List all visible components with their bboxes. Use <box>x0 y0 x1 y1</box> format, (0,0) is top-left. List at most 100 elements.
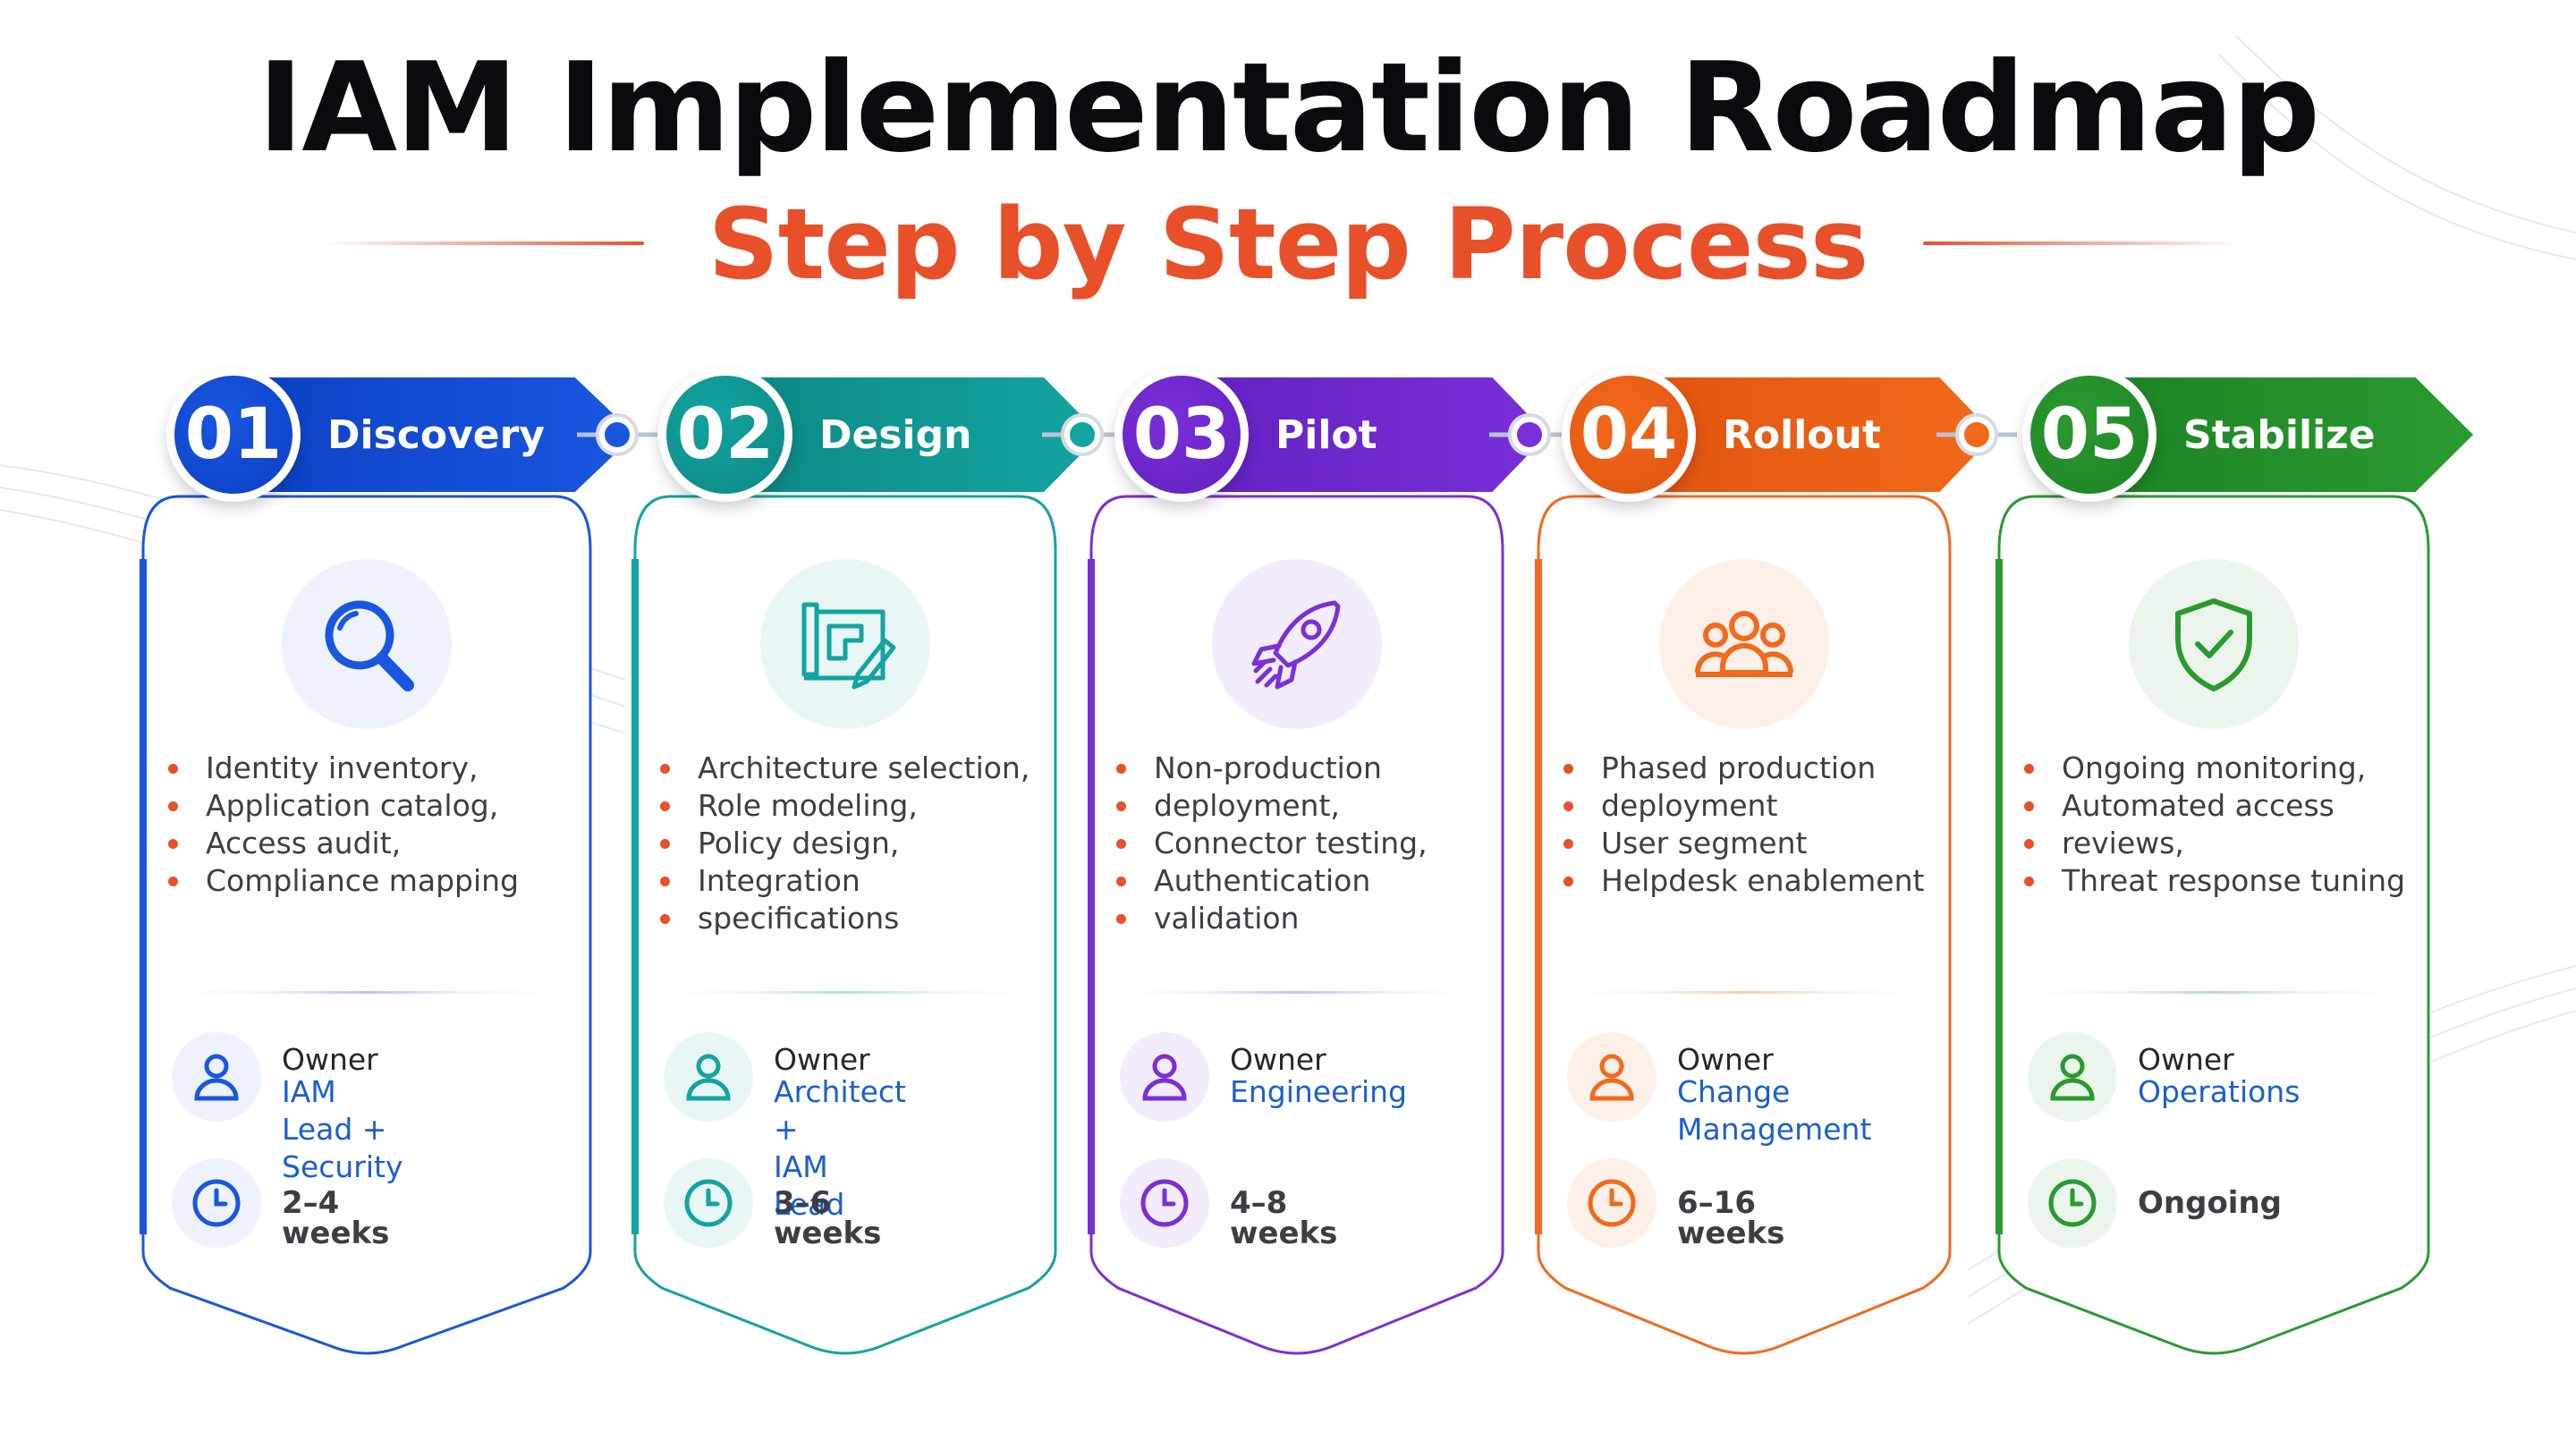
activity-item: validation <box>1109 900 1494 937</box>
magnifier-icon <box>325 600 414 691</box>
page-subtitle: Step by Step Process <box>708 187 1869 301</box>
duration-clock-bubble <box>1120 1158 1209 1248</box>
stage-title: Rollout <box>1723 412 1881 458</box>
activity-item: Phased production <box>1556 750 1941 787</box>
activity-item: Compliance mapping <box>161 862 581 900</box>
owner-label: Owner <box>282 1042 378 1077</box>
activity-item: Application catalog, <box>161 787 581 825</box>
card-divider <box>2035 991 2393 994</box>
activity-item: deployment <box>1556 787 1941 825</box>
owner-value: Operations <box>2138 1074 2301 1109</box>
stage-duration: 4–8 weeks <box>1230 1185 1338 1251</box>
stage-title: Design <box>819 412 972 458</box>
rocket-icon <box>1251 600 1341 690</box>
activity-item: Policy design, <box>653 825 1046 862</box>
owner-avatar-bubble <box>172 1032 261 1122</box>
subtitle-rule-left <box>322 242 644 245</box>
activity-item: Automated access <box>2017 787 2419 825</box>
stage-number-badge: 05 <box>2022 368 2157 502</box>
card-divider <box>1574 991 1914 994</box>
card-outline <box>140 495 592 1355</box>
stage-icon-bubble <box>2129 559 2299 729</box>
stage-icon-bubble <box>760 559 930 729</box>
clock-icon <box>684 1179 733 1227</box>
card-outline <box>1996 495 2430 1355</box>
activity-item: deployment, <box>1109 787 1494 825</box>
activity-item: Helpdesk enablement <box>1556 862 1941 900</box>
activity-item: Integration <box>653 862 1046 900</box>
stage-connector-dot <box>577 413 657 456</box>
activity-item: specifications <box>653 900 1046 937</box>
person-icon <box>2050 1054 2095 1101</box>
activity-item: Access audit, <box>161 825 581 862</box>
person-icon <box>1142 1054 1187 1101</box>
duration-clock-bubble <box>664 1158 753 1248</box>
activity-item: Non-production <box>1109 750 1494 787</box>
card-border <box>1997 495 2430 1355</box>
person-icon <box>686 1054 731 1101</box>
stage-title: Discovery <box>327 412 546 458</box>
stage-duration: 3–6 weeks <box>774 1185 882 1251</box>
page-title: IAM Implementation Roadmap <box>257 36 2320 180</box>
owner-avatar-bubble <box>664 1032 753 1122</box>
owner-label: Owner <box>774 1042 870 1077</box>
stage-duration: 6–16 weeks <box>1677 1185 1785 1251</box>
subtitle-rule-right <box>1923 242 2245 245</box>
stage-connector-dot <box>1936 413 2017 456</box>
person-icon <box>1589 1054 1634 1101</box>
activity-item: Ongoing monitoring, <box>2017 750 2419 787</box>
owner-value: Engineering <box>1230 1074 1407 1109</box>
activity-item: Threat response tuning <box>2017 862 2419 900</box>
clock-icon <box>192 1179 241 1227</box>
card-border <box>1537 495 1952 1355</box>
clock-icon <box>1588 1179 1636 1227</box>
owner-avatar-bubble <box>2028 1032 2117 1122</box>
owner-label: Owner <box>1677 1042 1774 1077</box>
stage-title: Pilot <box>1275 412 1377 458</box>
stage-number-badge: 01 <box>166 368 301 502</box>
activity-item: reviews, <box>2017 825 2419 862</box>
clock-icon <box>2048 1179 2097 1227</box>
stage-duration: Ongoing <box>2138 1185 2283 1221</box>
owner-avatar-bubble <box>1567 1032 1657 1122</box>
shield-check-icon <box>2175 598 2252 691</box>
stage-icon-bubble <box>1212 559 1382 729</box>
stage-duration: 2–4 weeks <box>282 1185 390 1251</box>
team-group-icon <box>1695 611 1793 677</box>
owner-value: Architect +IAM Lead <box>774 1074 906 1222</box>
card-outline <box>1535 495 1952 1355</box>
owner-label: Owner <box>2138 1042 2234 1077</box>
stage-title: Stabilize <box>2183 412 2376 458</box>
owner-value: IAM Lead + Security <box>282 1074 403 1184</box>
card-divider <box>671 991 1020 994</box>
blueprint-pencil-icon <box>801 602 896 690</box>
duration-clock-bubble <box>1567 1158 1657 1248</box>
stage-number-badge: 02 <box>658 368 792 502</box>
card-border <box>141 495 592 1355</box>
stage-number-badge: 03 <box>1114 368 1249 502</box>
activity-item: Role modeling, <box>653 787 1046 825</box>
activity-item: Authentication <box>1109 862 1494 900</box>
duration-clock-bubble <box>2028 1158 2117 1248</box>
owner-label: Owner <box>1230 1042 1326 1077</box>
duration-clock-bubble <box>172 1158 261 1248</box>
card-divider <box>1127 991 1467 994</box>
stage-number-badge: 04 <box>1562 368 1696 502</box>
stage-activities-list: Architecture selection,Role modeling,Pol… <box>653 750 1046 937</box>
stage-activities-list: Identity inventory,Application catalog,A… <box>161 750 581 900</box>
stage-connector-dot <box>1489 413 1570 456</box>
activity-item: Connector testing, <box>1109 825 1494 862</box>
stage-icon-bubble <box>1659 559 1829 729</box>
person-icon <box>194 1054 239 1101</box>
card-outline <box>1088 495 1504 1355</box>
clock-icon <box>1140 1179 1189 1227</box>
card-border <box>633 495 1057 1355</box>
stage-icon-bubble <box>282 559 452 729</box>
activity-item: Identity inventory, <box>161 750 581 787</box>
activity-item: Architecture selection, <box>653 750 1046 787</box>
card-divider <box>179 991 555 994</box>
